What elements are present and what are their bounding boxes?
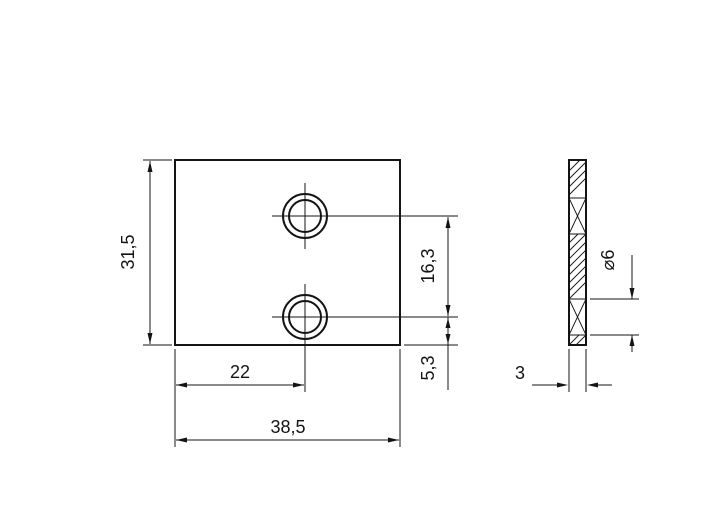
side-view-hole-cross: [568, 197, 587, 336]
arrowhead-left: [587, 382, 598, 388]
dimension-thickness: 3: [515, 349, 612, 392]
section-hatch: [568, 159, 587, 346]
front-view-outline: [174, 159, 401, 346]
dimension-hole-bottom-offset: 5,3: [404, 317, 458, 390]
arrowhead-left: [176, 382, 187, 388]
arrowhead-up: [445, 217, 451, 228]
dim-width-label: 38,5: [270, 417, 305, 437]
dimension-hole-center-x: 22: [174, 349, 304, 447]
arrowhead-down: [445, 305, 451, 316]
dim-thickness-label: 3: [515, 363, 525, 383]
front-view: [174, 159, 458, 392]
dim-hole-center-x-label: 22: [230, 362, 250, 382]
dimension-hole-spacing: 16,3: [418, 217, 451, 316]
dimension-height: 31,5: [118, 159, 172, 346]
arrowhead-down: [147, 333, 153, 344]
side-view: [568, 159, 587, 346]
side-view-outline: [568, 159, 587, 346]
arrowhead-up: [445, 318, 451, 328]
arrowhead-up: [629, 335, 635, 346]
hole-bottom: [272, 284, 458, 392]
hole-top: [272, 183, 458, 249]
dim-hole-bottom-offset-label: 5,3: [418, 355, 438, 380]
arrowhead-down: [629, 288, 635, 299]
dim-hole-spacing-label: 16,3: [418, 248, 438, 283]
arrowhead-right: [557, 382, 568, 388]
dim-height-label: 31,5: [118, 234, 138, 269]
dim-hole-diameter-label: ⌀6: [598, 250, 618, 271]
arrowhead-down: [445, 334, 451, 344]
dimension-hole-diameter: ⌀6: [590, 250, 639, 352]
arrowhead-left: [176, 437, 187, 443]
arrowhead-right: [293, 382, 304, 388]
arrowhead-right: [388, 437, 399, 443]
dimension-width: 38,5: [176, 349, 401, 447]
arrowhead-up: [147, 161, 153, 172]
